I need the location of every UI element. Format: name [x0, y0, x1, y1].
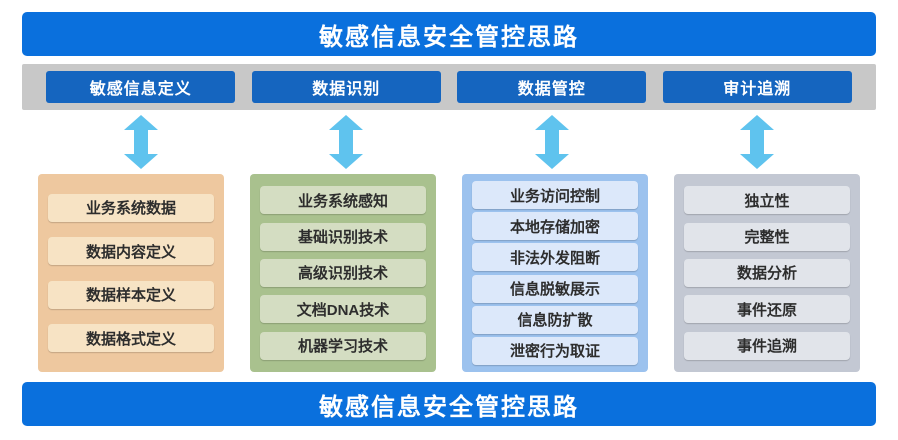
double-arrow-icon	[534, 115, 569, 169]
list-item: 机器学习技术	[260, 331, 426, 360]
nav-button-data-identification: 数据识别	[251, 71, 441, 103]
column-sensitive-info-definition: 业务系统数据 数据内容定义 数据样本定义 数据格式定义	[38, 174, 224, 372]
list-item: 业务系统感知	[260, 186, 426, 215]
column-data-control: 业务访问控制 本地存储加密 非法外发阻断 信息脱敏展示 信息防扩散 泄密行为取证	[462, 174, 648, 372]
top-banner-title: 敏感信息安全管控思路	[319, 23, 579, 51]
list-item: 数据格式定义	[48, 324, 214, 353]
list-item: 业务系统数据	[48, 193, 214, 222]
list-item: 本地存储加密	[472, 212, 638, 241]
bottom-banner: 敏感信息安全管控思路	[22, 382, 876, 426]
column-data-identification: 业务系统感知 基础识别技术 高级识别技术 文档DNA技术 机器学习技术	[250, 174, 436, 372]
nav-button-audit-trace: 审计追溯	[662, 71, 852, 103]
list-item: 完整性	[684, 222, 850, 251]
list-item: 数据内容定义	[48, 237, 214, 266]
list-item: 泄密行为取证	[472, 336, 638, 365]
list-item: 数据样本定义	[48, 280, 214, 309]
top-banner: 敏感信息安全管控思路	[22, 12, 876, 56]
list-item: 信息防扩散	[472, 305, 638, 334]
column-audit-trace: 独立性 完整性 数据分析 事件还原 事件追溯	[674, 174, 860, 372]
list-item: 高级识别技术	[260, 258, 426, 287]
columns-row: 业务系统数据 数据内容定义 数据样本定义 数据格式定义 业务系统感知 基础识别技…	[22, 174, 876, 372]
list-item: 数据分析	[684, 258, 850, 287]
arrows-row	[22, 110, 876, 174]
list-item: 信息脱敏展示	[472, 274, 638, 303]
list-item: 非法外发阻断	[472, 243, 638, 272]
double-arrow-icon	[740, 115, 775, 169]
list-item: 文档DNA技术	[260, 295, 426, 324]
list-item: 基础识别技术	[260, 222, 426, 251]
list-item: 事件还原	[684, 295, 850, 324]
double-arrow-icon	[123, 115, 158, 169]
list-item: 业务访问控制	[472, 181, 638, 210]
bottom-banner-title: 敏感信息安全管控思路	[319, 393, 579, 421]
nav-button-data-control: 数据管控	[457, 71, 647, 103]
nav-button-sensitive-info-definition: 敏感信息定义	[46, 71, 236, 103]
category-strip: 敏感信息定义 数据识别 数据管控 审计追溯	[22, 64, 876, 110]
list-item: 独立性	[684, 186, 850, 215]
double-arrow-icon	[329, 115, 364, 169]
list-item: 事件追溯	[684, 331, 850, 360]
